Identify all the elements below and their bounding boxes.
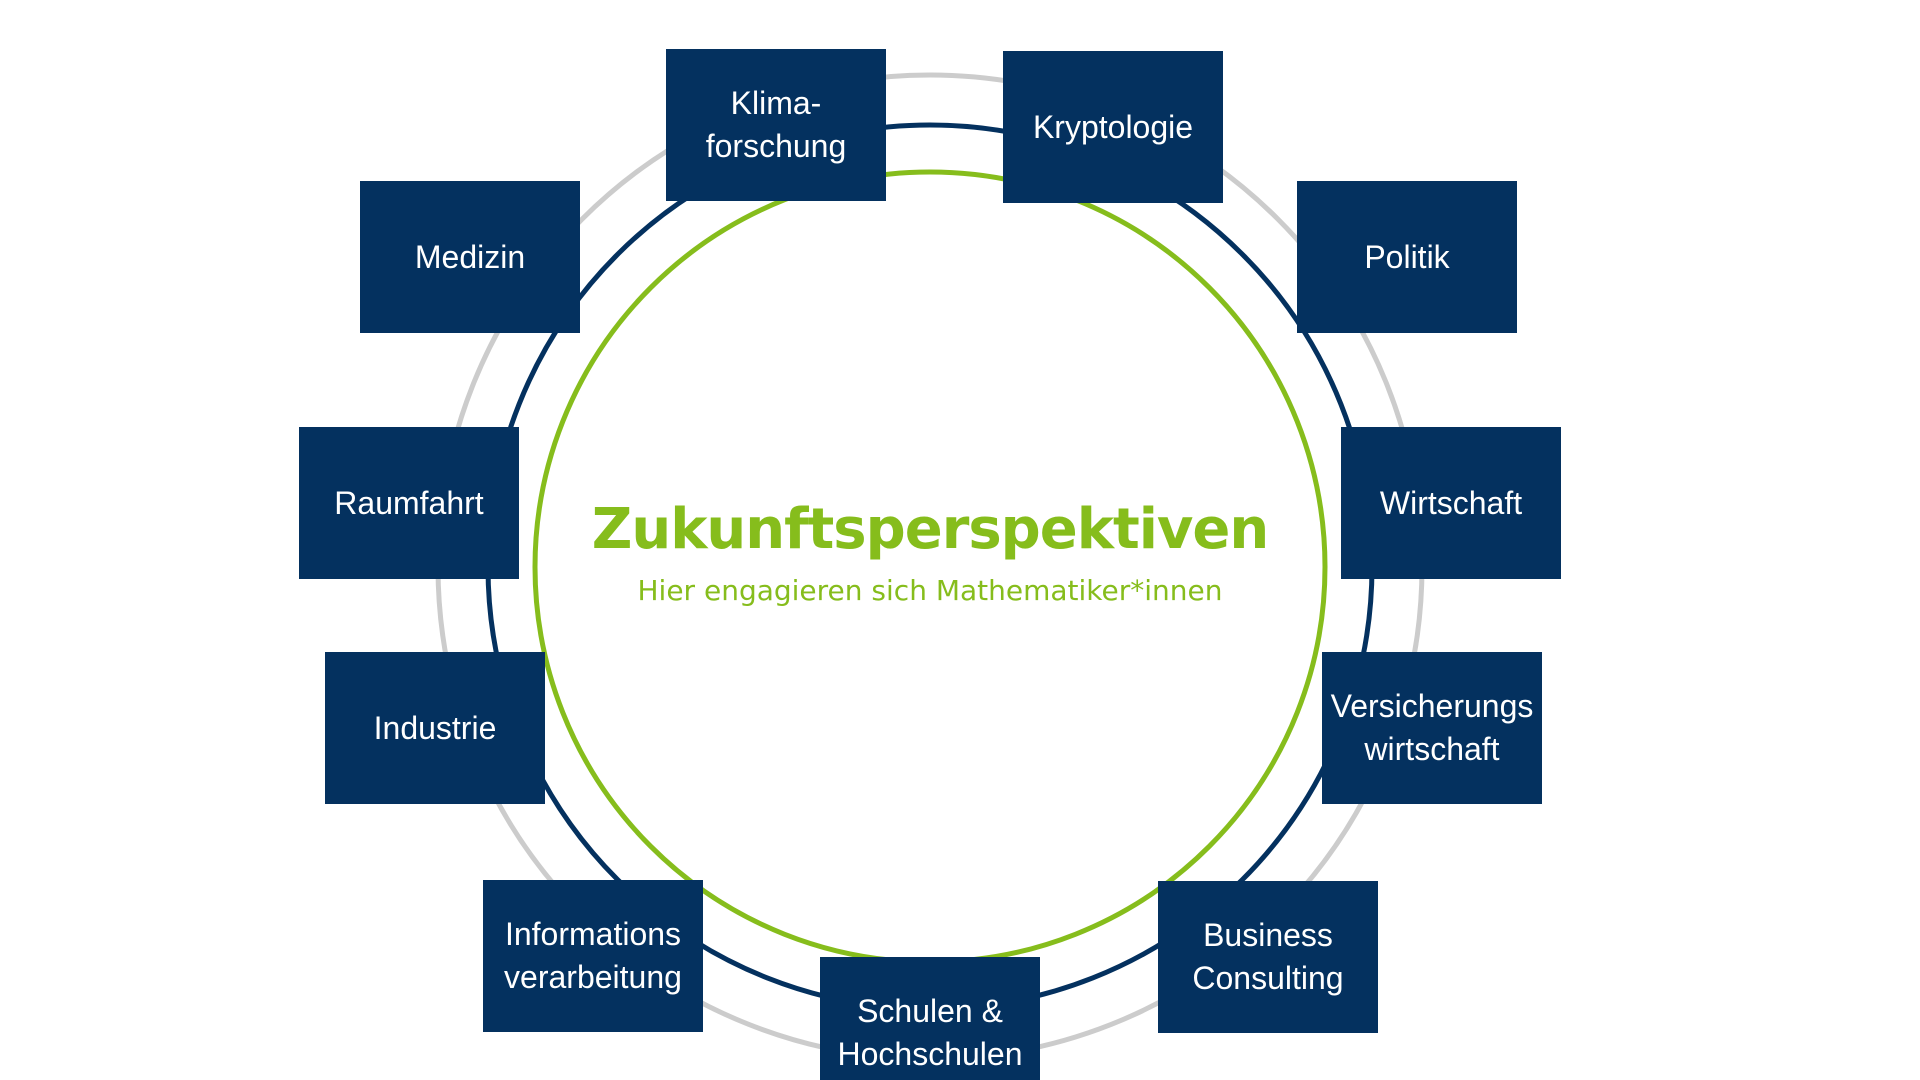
node-raumfahrt: Raumfahrt (299, 427, 519, 579)
node-business-consulting: Business Consulting (1158, 881, 1378, 1033)
node-industrie: Industrie (325, 652, 545, 804)
node-label: Schulen & Hochschulen (837, 993, 1023, 1072)
node-medizin: Medizin (360, 181, 580, 333)
node-label: Versicherungs wirtschaft (1330, 688, 1534, 767)
node-klimaforschung: Klima- forschung (666, 49, 886, 201)
node-wirtschaft: Wirtschaft (1341, 427, 1561, 579)
node-label: Raumfahrt (334, 484, 484, 521)
node-label: Informations verarbeitung (504, 916, 682, 995)
node-versicherungswirtschaft: Versicherungs wirtschaft (1322, 652, 1542, 804)
node-label: Wirtschaft (1379, 484, 1523, 521)
inner-green-ring (532, 169, 1328, 965)
node-politik: Politik (1297, 181, 1517, 333)
node-label: Industrie (373, 709, 497, 746)
middle-navy-ring (485, 122, 1375, 1012)
node-label: Medizin (414, 238, 526, 275)
node-schulen-hochschulen: Schulen & Hochschulen (820, 957, 1040, 1080)
node-label: Politik (1364, 238, 1450, 275)
diagram-subtitle: Hier engagieren sich Mathematiker*innen (637, 574, 1223, 607)
node-label: Kryptologie (1032, 108, 1194, 145)
node-kryptologie: Kryptologie (1003, 51, 1223, 203)
node-label: Business Consulting (1192, 917, 1344, 996)
node-informationsverarbeitung: Informations verarbeitung (483, 880, 703, 1032)
node-label: Klima- forschung (705, 85, 847, 164)
diagram-title: Zukunftsperspektiven (591, 497, 1270, 562)
